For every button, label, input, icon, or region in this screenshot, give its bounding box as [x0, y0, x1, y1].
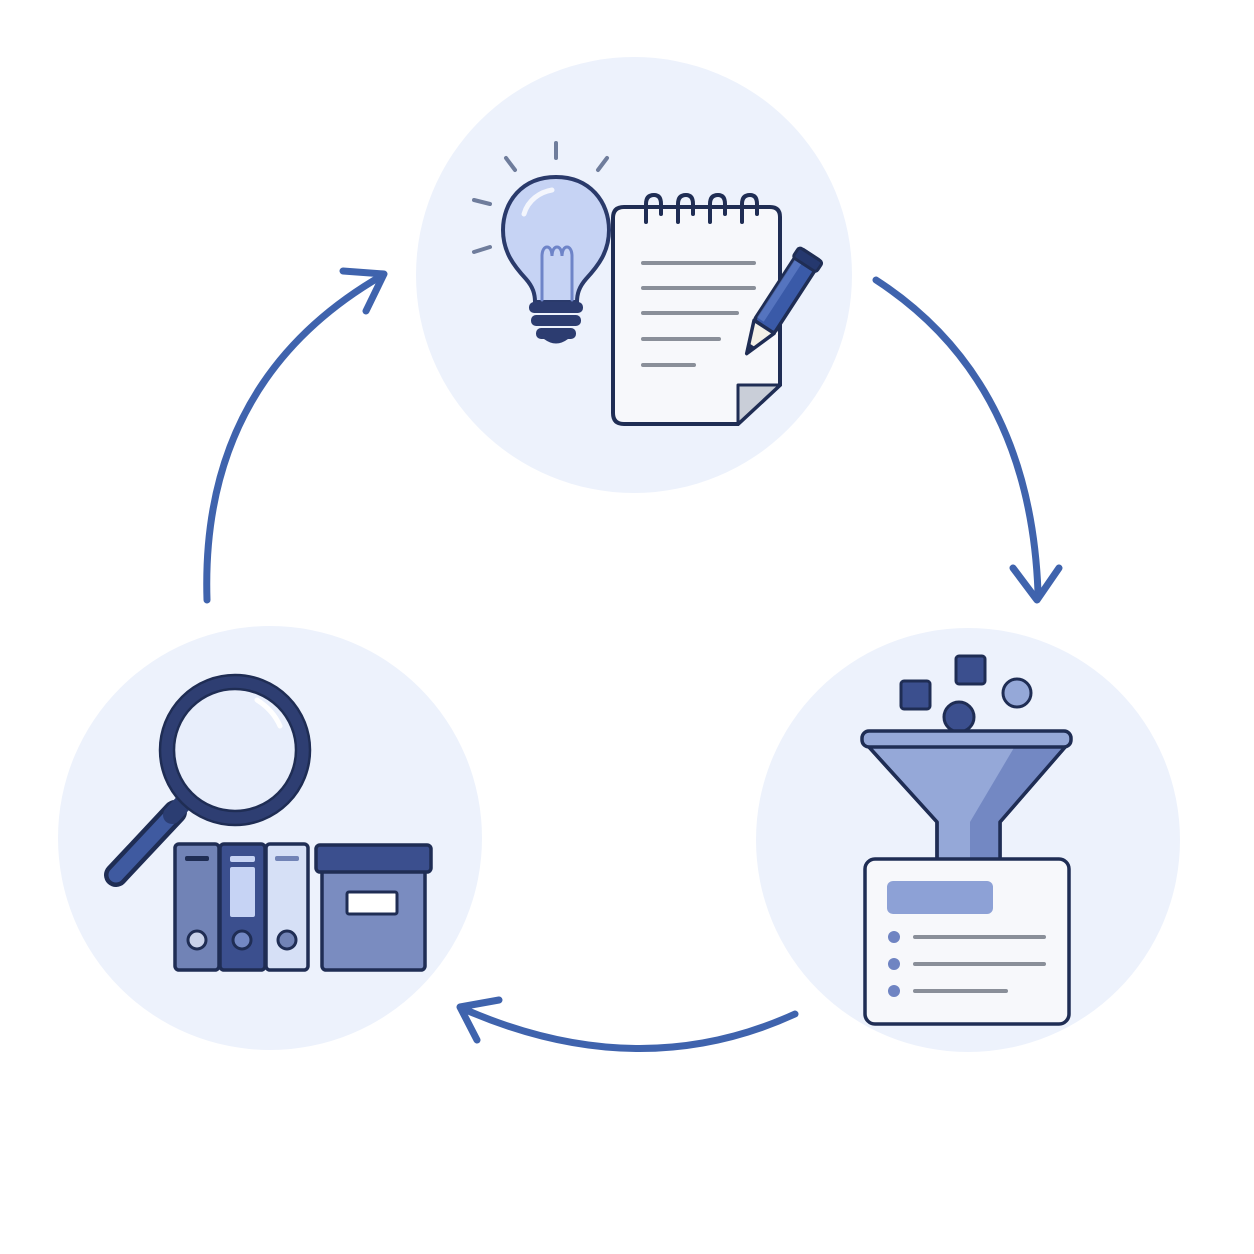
magnifier-icon — [104, 673, 312, 887]
card-list — [888, 931, 1046, 997]
arrowhead-up-icon — [339, 267, 388, 315]
storage-box-icon — [314, 843, 433, 972]
box-label — [345, 890, 399, 916]
binders-icon — [173, 842, 310, 972]
funnel-particles-icon — [899, 654, 1033, 734]
edge-filter-to-archive — [456, 996, 799, 1053]
arrowhead-down-icon — [1009, 564, 1063, 604]
funnel-icon — [860, 729, 1073, 862]
notepad-icon — [611, 192, 782, 426]
edge-ideate-to-filter — [872, 276, 1063, 604]
arrowhead-left-icon — [456, 996, 503, 1044]
lightbulb-icon — [472, 141, 612, 344]
card-header-bar — [887, 881, 993, 914]
edge-archive-to-ideate — [203, 267, 388, 604]
pen-icon — [744, 246, 824, 356]
results-card-icon — [863, 857, 1071, 1026]
